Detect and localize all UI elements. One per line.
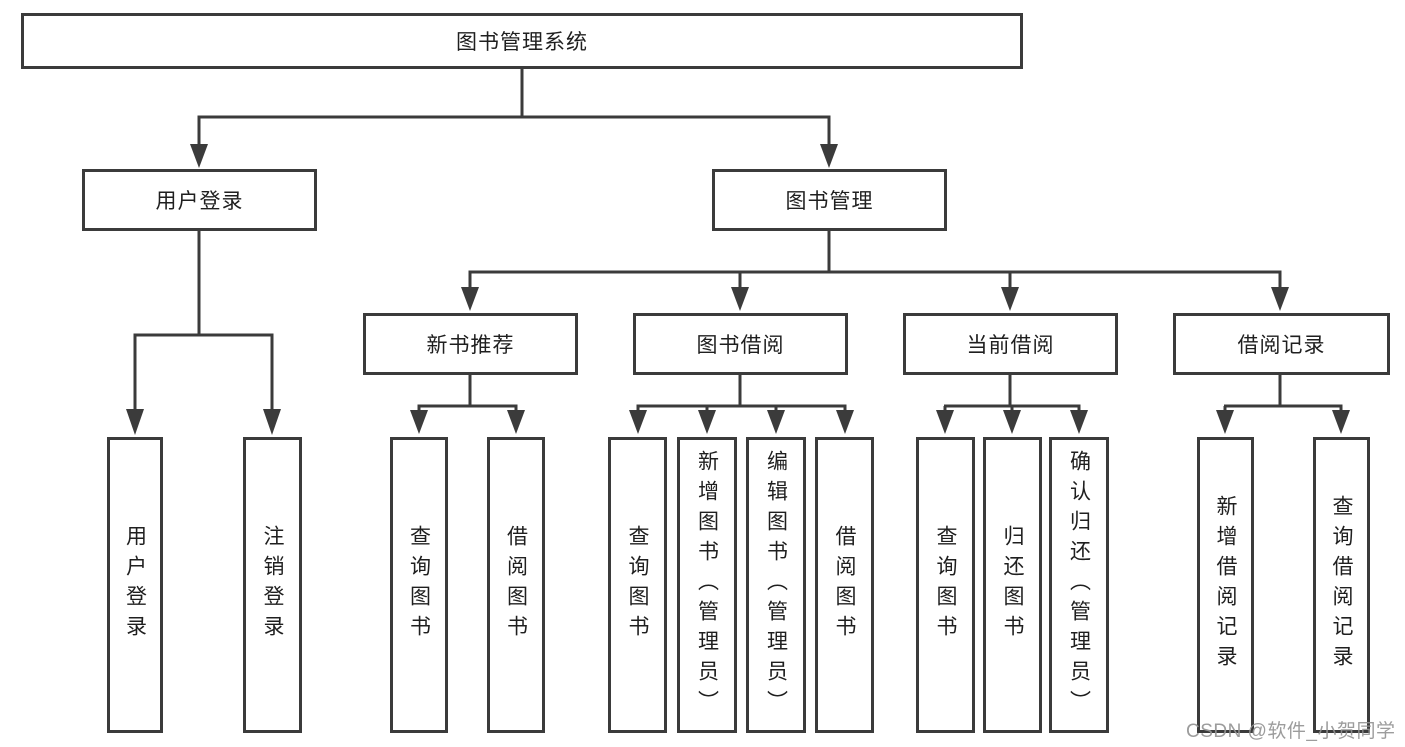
leaf-return-books: 归还图书: [983, 437, 1042, 733]
leaf-add-borrow-record: 新增借阅记录: [1197, 437, 1254, 733]
node-current-borrow: 当前借阅: [903, 313, 1118, 375]
leaf-borrow-books: 借阅图书: [815, 437, 874, 733]
leaf-confirm-return-admin: 确认归还（管理员）: [1049, 437, 1109, 733]
leaf-borrow-books-recommend: 借阅图书: [487, 437, 545, 733]
leaf-query-books-recommend: 查询图书: [390, 437, 448, 733]
node-user-login: 用户登录: [82, 169, 317, 231]
node-new-book-recommend: 新书推荐: [363, 313, 578, 375]
leaf-add-books-admin: 新增图书（管理员）: [677, 437, 737, 733]
leaf-query-books-current: 查询图书: [916, 437, 975, 733]
leaf-edit-books-admin: 编辑图书（管理员）: [746, 437, 806, 733]
leaf-user-login: 用户登录: [107, 437, 163, 733]
leaf-query-books-borrow: 查询图书: [608, 437, 667, 733]
node-book-borrow: 图书借阅: [633, 313, 848, 375]
csdn-watermark: CSDN @软件_小贺同学: [1186, 721, 1396, 742]
node-borrow-records: 借阅记录: [1173, 313, 1390, 375]
node-root-system: 图书管理系统: [21, 13, 1023, 69]
leaf-query-borrow-record: 查询借阅记录: [1313, 437, 1370, 733]
leaf-logout: 注销登录: [243, 437, 302, 733]
node-book-management: 图书管理: [712, 169, 947, 231]
